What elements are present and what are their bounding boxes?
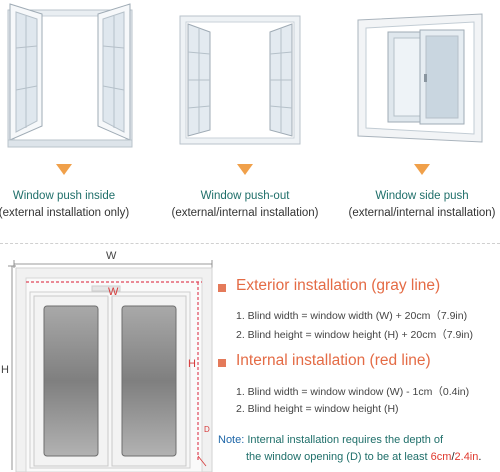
- note-end: .: [478, 451, 482, 463]
- depth-label: D: [204, 425, 210, 434]
- exterior-installation-title: Exterior installation (gray line): [236, 277, 441, 294]
- window-side-push-illustration: [357, 13, 483, 143]
- caption-sub-side-push: (external/internal installation): [348, 207, 496, 219]
- window-push-out-illustration: [179, 15, 301, 145]
- internal-line-1: 1. Blind width = window window (W) - 1cm…: [236, 386, 470, 398]
- window-push-inside-illustration: [7, 3, 133, 148]
- window-measurement-diagram: [8, 260, 213, 472]
- note-line-1: Note: Internal installation requires the…: [218, 434, 443, 446]
- note-slash: /: [451, 451, 455, 463]
- width-dimension-label: W: [106, 250, 117, 262]
- exterior-line-1: 1. Blind width = window width (W) + 20cm…: [236, 310, 468, 322]
- note-text-1: Internal installation requires the depth…: [247, 434, 444, 446]
- section-divider: [0, 243, 500, 244]
- exterior-bullet-icon: [218, 284, 226, 292]
- caption-sub-push-inside: (external installation only): [0, 207, 130, 219]
- height-dimension-label: H: [1, 364, 9, 376]
- caption-title-push-out: Window push-out: [200, 190, 290, 202]
- internal-line-2: 2. Blind height = window height (H): [236, 403, 399, 415]
- note-value-in: 2.4in: [454, 451, 479, 463]
- arrow-down-icon: [56, 164, 72, 175]
- arrow-down-icon: [414, 164, 430, 175]
- caption-title-push-inside: Window push inside: [12, 190, 116, 202]
- arrow-down-icon: [237, 164, 253, 175]
- inner-height-label: H: [188, 358, 196, 370]
- internal-bullet-icon: [218, 359, 226, 367]
- note-label: Note:: [218, 434, 245, 446]
- caption-sub-push-out: (external/internal installation): [171, 207, 319, 219]
- caption-title-side-push: Window side push: [375, 190, 469, 202]
- inner-width-label: W: [108, 286, 119, 298]
- note-value-cm: 6cm: [430, 451, 452, 463]
- note-text-2: the window opening (D) to be at least: [246, 451, 431, 463]
- exterior-line-2: 2. Blind height = window height (H) + 20…: [236, 329, 473, 341]
- note-line-2: the window opening (D) to be at least 6c…: [246, 451, 481, 463]
- internal-installation-title: Internal installation (red line): [236, 352, 431, 369]
